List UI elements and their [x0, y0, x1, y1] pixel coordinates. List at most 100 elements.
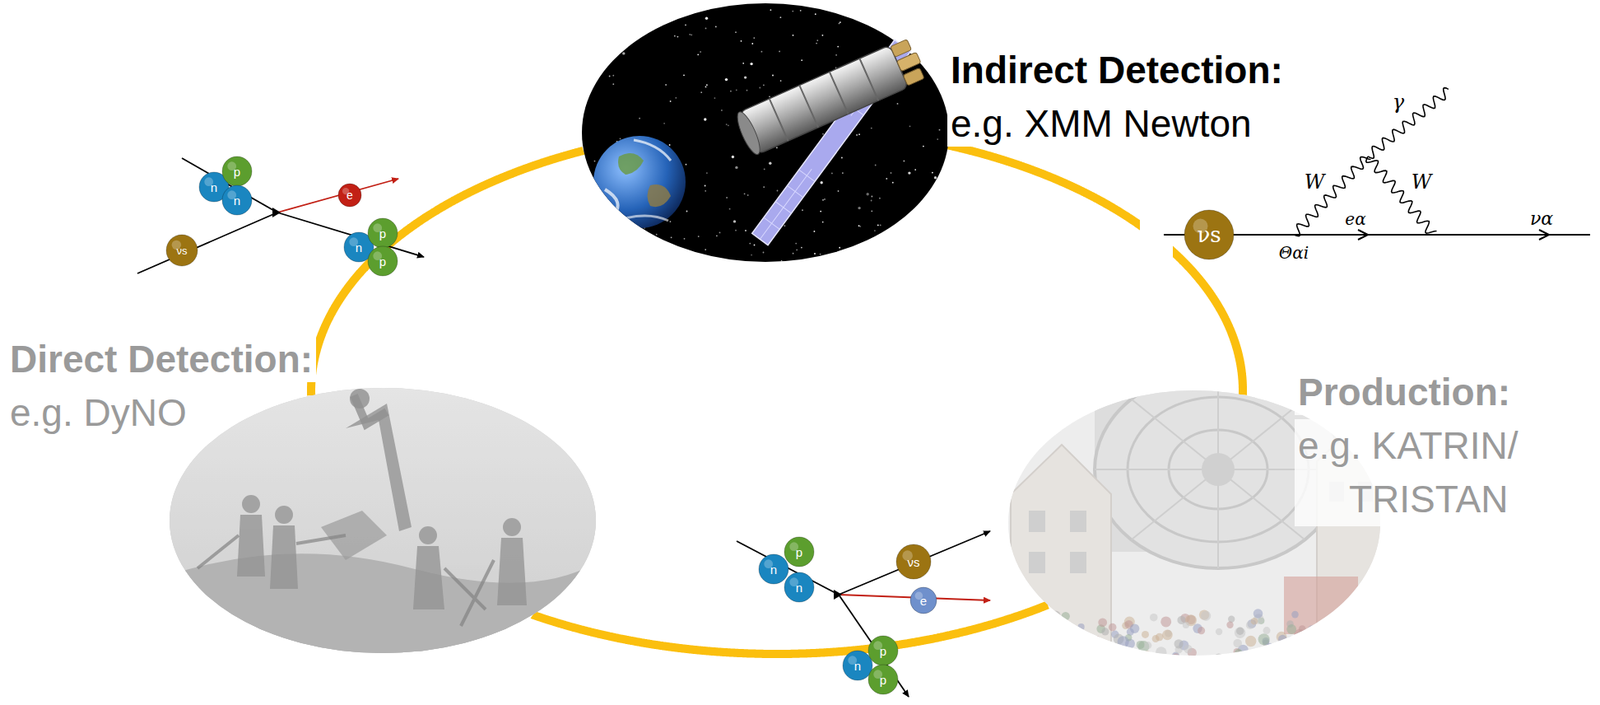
crowd-person — [1373, 648, 1384, 659]
star — [699, 51, 702, 53]
star — [707, 9, 710, 11]
particle-label: p — [379, 255, 387, 268]
star — [776, 146, 778, 149]
satellite-part-part — [739, 45, 908, 155]
star — [839, 21, 842, 24]
star — [686, 10, 689, 13]
particle-label: e — [920, 594, 927, 607]
star — [753, 37, 755, 39]
particle-ball — [910, 586, 937, 614]
crowd-person — [1015, 615, 1024, 624]
crowd-person — [1065, 645, 1074, 654]
star — [677, 36, 680, 38]
particle-ball — [222, 185, 252, 215]
star — [581, 243, 584, 246]
stage-ellipse — [169, 387, 596, 653]
star — [874, 229, 876, 232]
star — [704, 248, 707, 251]
crowd-person — [1023, 641, 1031, 650]
star — [772, 74, 774, 77]
stage-heading: Indirect Detection: — [947, 47, 1287, 94]
star — [770, 9, 773, 11]
crowd-person — [1330, 651, 1342, 663]
crowd-person — [1371, 610, 1380, 619]
particle-ball — [842, 650, 873, 680]
satellite-part-part — [902, 67, 925, 86]
star — [612, 74, 614, 77]
earth-globe-part — [625, 215, 669, 221]
star — [683, 237, 686, 240]
star — [858, 224, 861, 227]
star — [740, 40, 743, 42]
star — [727, 124, 730, 126]
star — [633, 27, 636, 30]
star — [780, 16, 782, 19]
star — [841, 157, 843, 159]
satellite-part-part — [890, 39, 912, 58]
particle-label: p — [233, 165, 241, 178]
star — [859, 225, 861, 228]
star — [870, 209, 873, 212]
stage-heading: Direct Detection: — [6, 336, 317, 382]
star — [692, 253, 694, 256]
crowd-person — [1065, 628, 1076, 640]
crowd-person — [1370, 609, 1381, 619]
star — [609, 75, 611, 78]
particle-label: n — [233, 194, 241, 207]
crowd-person — [1035, 630, 1047, 642]
star — [813, 230, 816, 233]
star — [837, 46, 839, 48]
star — [762, 251, 765, 254]
star — [647, 257, 650, 260]
earth-globe-part — [604, 189, 619, 216]
star — [611, 48, 614, 51]
star — [735, 88, 738, 91]
star — [675, 249, 678, 252]
star — [663, 122, 666, 125]
star — [611, 20, 614, 23]
star — [750, 254, 753, 256]
star — [704, 185, 707, 187]
particle-label: νs — [1196, 223, 1221, 246]
crowd-person — [1213, 652, 1224, 663]
star — [884, 237, 888, 240]
star — [822, 133, 824, 135]
crowd-person — [1092, 646, 1101, 655]
star — [685, 163, 688, 166]
mining-photo-part-part — [164, 386, 601, 659]
stage-example: e.g. XMM Newton — [947, 101, 1256, 147]
star — [792, 252, 795, 255]
feynman-label: W — [1411, 172, 1433, 192]
particle-ball — [222, 156, 252, 187]
star — [892, 181, 894, 184]
crowd-person — [1041, 632, 1049, 639]
star — [934, 176, 937, 179]
star — [744, 192, 746, 195]
star — [705, 27, 707, 30]
crowd-person — [1142, 650, 1152, 660]
feynman-label: Θαi — [1279, 244, 1309, 261]
star — [604, 15, 606, 18]
stage-example: e.g. DyNO — [6, 390, 191, 436]
star — [925, 255, 928, 257]
crowd-person — [1014, 614, 1026, 626]
star — [725, 78, 728, 81]
star — [781, 260, 783, 262]
star — [814, 13, 817, 15]
crowd-person — [1337, 622, 1347, 632]
star — [690, 33, 693, 36]
crowd-person — [1032, 627, 1044, 638]
particle-label: n — [795, 581, 803, 594]
crowd-person — [1031, 610, 1042, 622]
particle-ball — [166, 234, 198, 266]
star — [729, 208, 731, 210]
star — [669, 258, 672, 261]
star — [768, 95, 771, 98]
crowd-person — [1293, 645, 1304, 656]
star — [706, 83, 708, 86]
crowd-person — [1071, 630, 1084, 642]
particle-track — [137, 212, 278, 274]
particle-label: n — [355, 241, 363, 254]
star — [734, 31, 737, 33]
